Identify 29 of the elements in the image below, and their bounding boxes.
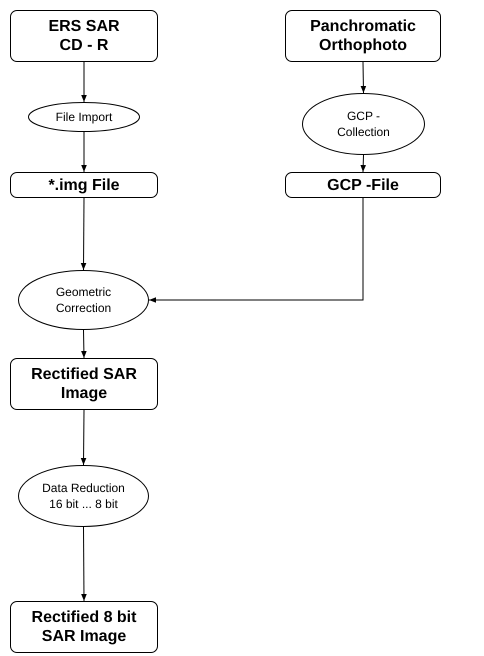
node-label: File Import [56, 109, 112, 125]
arrow [80, 410, 86, 466]
arrow [81, 62, 87, 102]
data-box [10, 10, 158, 62]
data-box [10, 172, 158, 198]
arrow [81, 330, 87, 358]
node-label: GCP -File [327, 176, 399, 194]
node-label: Panchromatic Orthophoto [309, 17, 417, 55]
process-ellipse [18, 270, 149, 330]
node-label: Geometric Correction [54, 284, 112, 316]
arrow [360, 154, 366, 172]
node-label: Rectified 8 bit SAR Image [30, 608, 138, 646]
data-box [285, 10, 441, 62]
node-label: *.img File [48, 176, 120, 194]
node-label: Rectified SAR Image [30, 365, 138, 403]
arrow [80, 198, 86, 270]
process-ellipse [28, 102, 140, 132]
arrow [148, 198, 364, 303]
node-label: ERS SAR CD - R [47, 17, 121, 55]
data-box [285, 172, 441, 198]
data-box [10, 358, 158, 410]
arrow [81, 526, 87, 602]
data-box [10, 601, 158, 653]
process-ellipse [302, 93, 425, 155]
node-label: Data Reduction 16 bit ... 8 bit [41, 480, 126, 512]
arrow [81, 132, 87, 172]
node-label: GCP - Collection [336, 108, 391, 140]
arrow [360, 62, 366, 94]
process-ellipse [18, 465, 149, 527]
